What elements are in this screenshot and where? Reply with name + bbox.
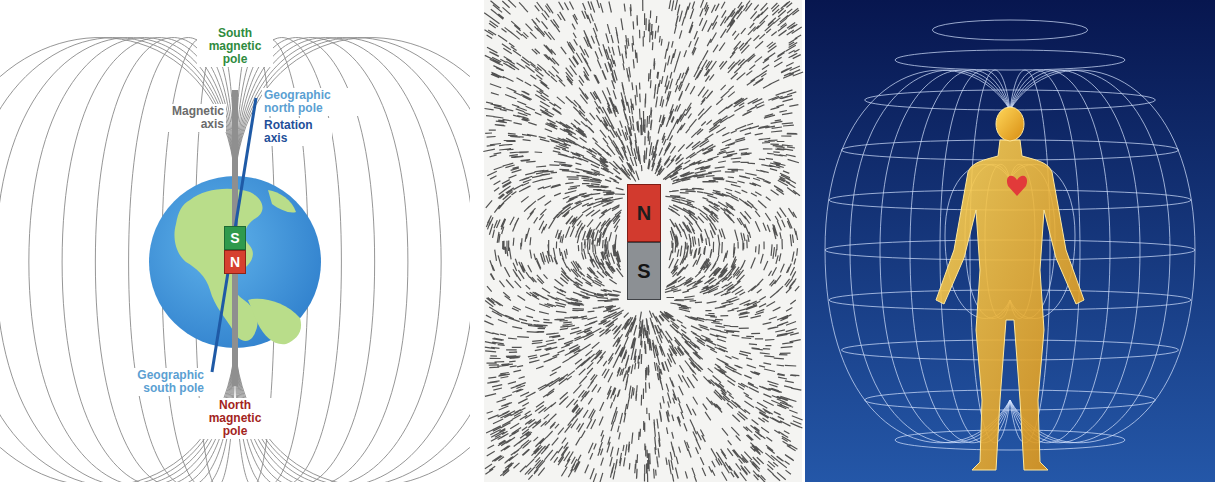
bar-magnet-south: S [627,242,661,300]
torus-ring [895,430,1125,450]
background [805,0,1215,482]
magnet-north-half: N [224,250,246,274]
pole-letter: S [230,230,239,246]
continent [268,190,296,213]
pole-label: North magnetic pole [197,398,273,439]
bar-magnet-north: N [627,184,661,242]
pole-letter: N [637,202,651,225]
magnet-panel [483,0,803,482]
continent [248,299,301,344]
pole-label: Geographic north pole [262,88,358,116]
paper [484,0,802,482]
head [996,107,1024,141]
rotation-axis-line [212,98,256,372]
earth-panel [0,38,470,482]
torus-panel [805,0,1215,482]
torus-ring [865,390,1156,410]
heart [1007,176,1027,196]
iron-filings [483,0,803,482]
pole-letter: N [230,254,240,270]
continent [174,189,262,341]
torus-ring [842,340,1179,360]
axis-label: Magnetic axis [156,104,226,132]
human-figure [936,140,1084,470]
pole-letter: S [637,260,650,283]
torus-ring [932,20,1087,40]
axis-label: Rotation axis [262,118,332,146]
field-lines [0,38,470,482]
torus-ring [895,50,1125,70]
pole-label: South magnetic pole [197,26,273,67]
magnet-south-half: S [224,226,246,250]
pole-label: Geographic south pole [110,368,206,396]
